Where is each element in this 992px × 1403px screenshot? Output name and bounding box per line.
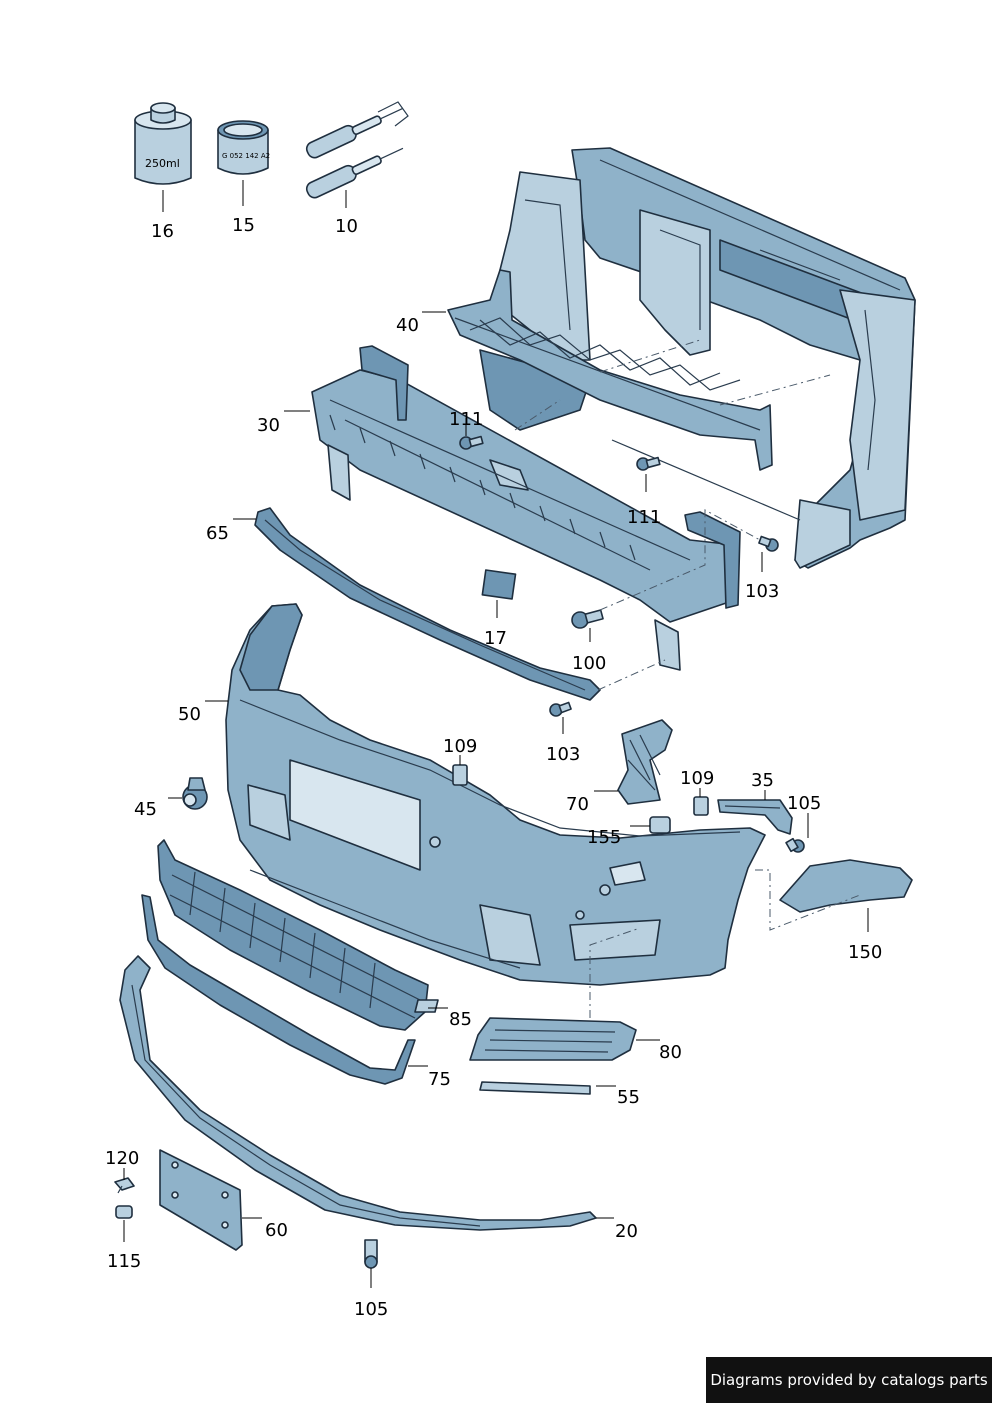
part-35-guide: [717, 799, 793, 835]
screw-103-right: [758, 535, 779, 552]
part-45-clip: [182, 777, 208, 810]
part-120-pin: [114, 1177, 135, 1194]
tin-code-label: G 052 142 A2: [222, 152, 270, 160]
callout-60: 60: [265, 1220, 288, 1241]
part-10-cartridges: [305, 101, 409, 199]
callout-80: 80: [659, 1042, 682, 1063]
callout-17: 17: [484, 628, 507, 649]
callout-100: 100: [572, 653, 606, 674]
callout-105-right: 105: [787, 793, 821, 814]
callout-150: 150: [848, 942, 882, 963]
part-109-clip-right: [693, 796, 709, 816]
part-115-nut: [115, 1205, 133, 1219]
callout-35: 35: [751, 770, 774, 791]
part-15-tin: G 052 142 A2: [217, 120, 270, 175]
part-80-fog-grille: [469, 1017, 637, 1061]
callout-16: 16: [151, 221, 174, 242]
screw-100: [571, 609, 604, 629]
callout-120: 120: [105, 1148, 139, 1169]
callout-30: 30: [257, 415, 280, 436]
lock-carrier: [479, 147, 916, 569]
callout-10: 10: [335, 216, 358, 237]
part-30-reinforcement: [311, 345, 741, 671]
callout-65: 65: [206, 523, 229, 544]
callout-105-lower: 105: [354, 1299, 388, 1320]
callout-75: 75: [428, 1069, 451, 1090]
screw-111-lower: [636, 456, 661, 471]
callout-103-right: 103: [745, 581, 779, 602]
leader-lines: [123, 180, 869, 1288]
part-20-spoiler: [119, 955, 597, 1231]
callout-70: 70: [566, 794, 589, 815]
part-55-strip: [479, 1081, 591, 1095]
callout-109-right: 109: [680, 768, 714, 789]
part-40-bracket: [447, 269, 773, 471]
callout-115: 115: [107, 1251, 141, 1272]
part-60-plate-holder: [159, 1149, 243, 1251]
part-155-clip: [649, 816, 671, 834]
callout-50: 50: [178, 704, 201, 725]
callout-103-lower: 103: [546, 744, 580, 765]
part-65-strip: [254, 507, 601, 701]
part-50-bumper-cover: [225, 603, 766, 986]
part-109-clip-left: [452, 764, 468, 786]
part-17-label: [481, 569, 517, 600]
callout-111-lower: 111: [627, 507, 661, 528]
callout-40: 40: [396, 315, 419, 336]
callout-109-left: 109: [443, 736, 477, 757]
callout-20: 20: [615, 1221, 638, 1242]
part-85-grille: [157, 839, 439, 1031]
part-105-screw-right: [785, 837, 805, 853]
callout-45: 45: [134, 799, 157, 820]
screw-103-lower: [549, 701, 572, 717]
callout-85: 85: [449, 1009, 472, 1030]
part-70-bracket: [617, 719, 673, 805]
part-105-screw-lower: [364, 1239, 378, 1269]
part-150-cover: [779, 859, 913, 913]
callout-111-upper: 111: [449, 409, 483, 430]
callout-labels: 16 15 10 40 30 111 111 65 17 103 100 103…: [105, 215, 882, 1320]
callout-155: 155: [587, 827, 621, 848]
assembly-lines: [514, 339, 861, 1018]
can-volume-label: 250ml: [145, 157, 180, 170]
callout-55: 55: [617, 1087, 640, 1108]
screw-111-upper: [459, 435, 484, 450]
callout-15: 15: [232, 215, 255, 236]
attribution-banner: Diagrams provided by catalogs parts: [706, 1357, 992, 1403]
part-75-trim: [141, 894, 416, 1085]
part-16-can: 250ml: [134, 102, 192, 185]
